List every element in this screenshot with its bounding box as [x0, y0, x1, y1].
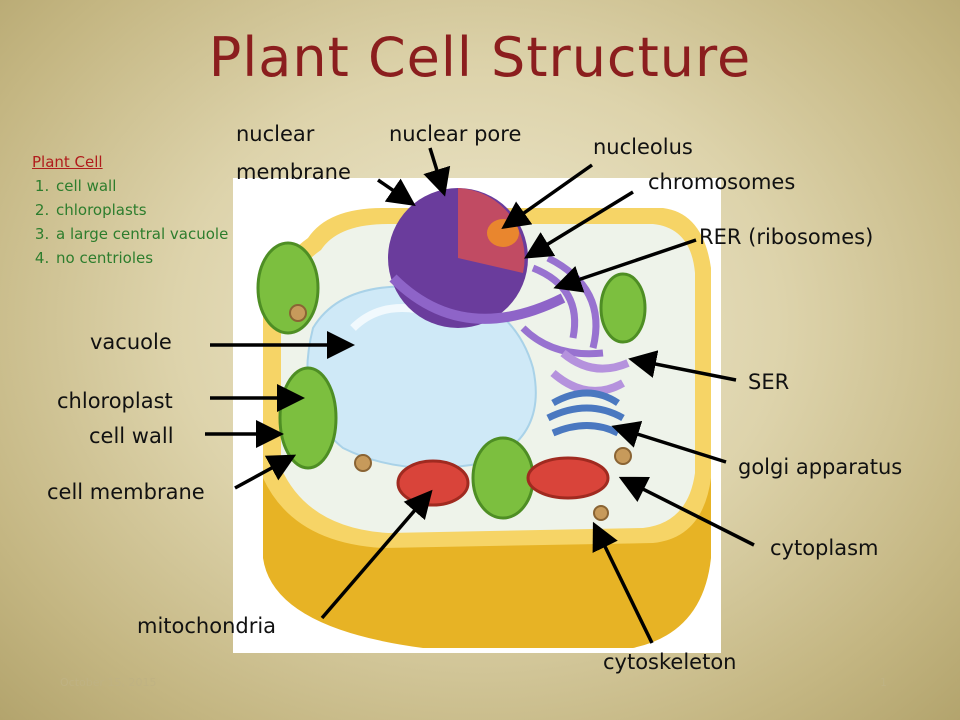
footer-date: October 15, 2015	[60, 676, 157, 689]
page-title: Plant Cell Structure	[208, 26, 752, 89]
plant-cell-illustration	[256, 188, 711, 648]
cell-diagram-panel	[233, 178, 721, 653]
nucleus-shape	[388, 188, 566, 328]
arrow-cytoskeleton	[592, 521, 654, 644]
label-nuclear-membrane-line1: nuclear	[236, 122, 315, 146]
arrow-cytoplasm	[618, 476, 755, 547]
label-golgi-apparatus: golgi apparatus	[738, 455, 903, 479]
label-rer: RER (ribosomes)	[699, 225, 874, 249]
legend-heading: Plant Cell	[32, 153, 103, 171]
legend-item: chloroplasts	[54, 198, 246, 222]
arrow-chromosomes	[524, 190, 634, 259]
legend-item: no centrioles	[54, 246, 246, 270]
footer-page-number: 1	[880, 676, 887, 689]
arrow-nuclear-membrane	[377, 178, 416, 206]
arrow-nucleolus	[501, 163, 594, 230]
label-chloroplast: chloroplast	[57, 389, 173, 413]
legend-item: a large central vacuole	[54, 222, 246, 246]
label-nuclear-membrane-line2: membrane	[236, 160, 351, 184]
label-vacuole: vacuole	[90, 330, 172, 354]
plant-cell-legend: Plant Cell cell wall chloroplasts a larg…	[32, 150, 246, 270]
label-cytoplasm: cytoplasm	[770, 536, 879, 560]
arrow-cell-membrane	[234, 454, 297, 490]
legend-item: cell wall	[54, 174, 246, 198]
arrow-golgi	[611, 420, 727, 464]
rer-shape	[520, 254, 604, 358]
label-cell-membrane: cell membrane	[47, 480, 205, 504]
legend-list: cell wall chloroplasts a large central v…	[32, 174, 246, 270]
label-mitochondria: mitochondria	[137, 614, 277, 638]
arrow-nuclear-pore	[423, 147, 451, 197]
label-cell-wall: cell wall	[89, 424, 174, 448]
label-nucleolus: nucleolus	[593, 135, 693, 159]
arrow-rer	[553, 238, 697, 293]
arrow-mitochondria	[320, 489, 433, 620]
label-ser: SER	[748, 370, 790, 394]
label-nuclear-pore: nuclear pore	[389, 122, 522, 146]
mitochondria-shapes	[396, 456, 610, 507]
cytoplasm-granules	[289, 304, 632, 521]
label-cytoskeleton: cytoskeleton	[603, 650, 737, 674]
arrow-ser	[628, 350, 737, 382]
label-chromosomes: chromosomes	[648, 170, 796, 194]
